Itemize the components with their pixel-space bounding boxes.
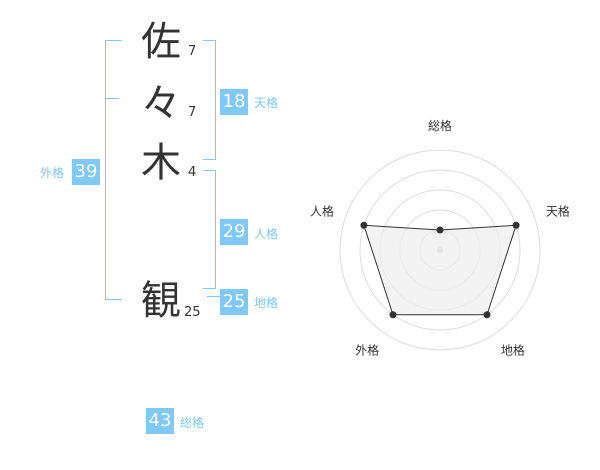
stroke-count-3: 4 xyxy=(188,165,197,180)
gaikaku-bracket xyxy=(105,40,122,300)
soukaku-value: 43 xyxy=(146,408,174,434)
name-char-3: 木 xyxy=(141,140,181,186)
radar-axis-label-1: 天格 xyxy=(546,204,570,219)
chikaku-connector xyxy=(207,296,221,297)
radar-ring-4 xyxy=(359,169,521,331)
radar-point-4 xyxy=(360,221,368,229)
gaikaku-label: 外格 xyxy=(40,166,65,180)
jinkaku-value: 29 xyxy=(220,219,248,245)
name-char-4: 観 xyxy=(141,278,181,324)
jinkaku-label: 人格 xyxy=(254,227,279,241)
chikaku-label: 地格 xyxy=(254,296,279,310)
radar-axis-label-0: 総格 xyxy=(428,118,452,133)
chikaku-value: 25 xyxy=(220,289,248,315)
radar-ring-5 xyxy=(339,149,541,351)
tenkaku-bracket xyxy=(203,40,216,160)
gaikaku-bracket-tick xyxy=(105,98,119,99)
tenkaku-label: 天格 xyxy=(254,96,279,110)
radar-axis-label-3: 外格 xyxy=(355,342,379,357)
radar-point-2 xyxy=(483,311,491,319)
gaikaku-value: 39 xyxy=(72,159,100,185)
stroke-count-2: 7 xyxy=(188,105,197,120)
radar-polygon xyxy=(363,224,517,316)
stroke-count-4: 25 xyxy=(184,305,201,320)
radar-point-3 xyxy=(389,311,397,319)
radar-point-0 xyxy=(436,226,444,234)
radar-axis-label-4: 人格 xyxy=(310,204,334,219)
stroke-count-1: 7 xyxy=(188,44,197,59)
soukaku-label: 総格 xyxy=(180,416,205,430)
radar-axis-label-2: 地格 xyxy=(501,342,525,357)
name-char-1: 佐 xyxy=(141,19,181,65)
tenkaku-value: 18 xyxy=(220,89,248,115)
radar-point-1 xyxy=(512,221,520,229)
name-char-2: 々 xyxy=(141,81,181,127)
jinkaku-bracket xyxy=(203,170,216,289)
